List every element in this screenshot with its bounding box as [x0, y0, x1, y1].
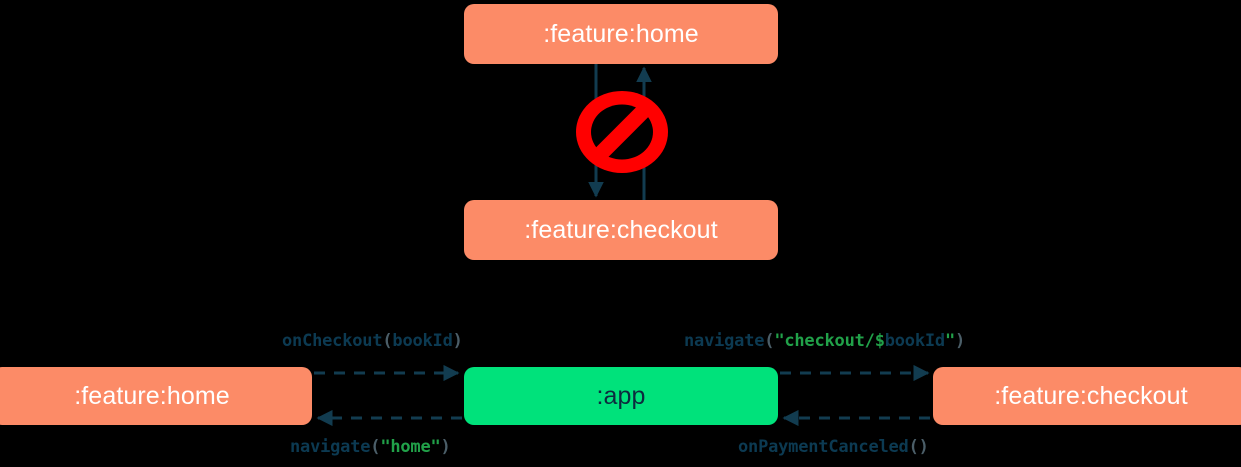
node-app[interactable]: :app	[464, 367, 778, 425]
token-string-end: "	[944, 331, 955, 351]
token-argument: bookId	[884, 331, 945, 351]
edge-label-navigate-checkout: navigate("checkout/$bookId")	[684, 331, 965, 351]
token-paren-close: )	[918, 437, 929, 457]
node-label: :feature:checkout	[994, 381, 1188, 410]
token-paren-close: )	[955, 331, 966, 351]
node-feature-checkout-bottom[interactable]: :feature:checkout	[933, 367, 1241, 425]
node-feature-home-bottom[interactable]: :feature:home	[0, 367, 312, 425]
token-paren-open: (	[908, 437, 919, 457]
token-paren-close: )	[440, 437, 451, 457]
token-paren-open: (	[370, 437, 381, 457]
node-feature-home-top[interactable]: :feature:home	[464, 4, 778, 64]
no-entry-icon	[576, 91, 668, 173]
token-function: navigate	[684, 331, 765, 351]
node-label: :feature:home	[543, 19, 699, 48]
edge-label-onpaymentcanceled: onPaymentCanceled()	[738, 437, 929, 457]
node-label: :feature:home	[74, 381, 230, 410]
token-dollar: $	[874, 331, 885, 351]
token-string-start: "checkout/	[774, 331, 875, 351]
token-function: onPaymentCanceled	[738, 437, 909, 457]
token-paren-close: )	[452, 331, 463, 351]
node-feature-checkout-top[interactable]: :feature:checkout	[464, 200, 778, 260]
token-paren-open: (	[764, 331, 775, 351]
edge-label-navigate-home: navigate("home")	[290, 437, 451, 457]
node-label: :feature:checkout	[524, 215, 718, 244]
node-label: :app	[596, 381, 646, 410]
token-string: "home"	[380, 437, 441, 457]
token-function: navigate	[290, 437, 371, 457]
token-paren-open: (	[382, 331, 393, 351]
token-function: onCheckout	[282, 331, 383, 351]
edge-label-oncheckout: onCheckout(bookId)	[282, 331, 463, 351]
token-argument: bookId	[392, 331, 453, 351]
